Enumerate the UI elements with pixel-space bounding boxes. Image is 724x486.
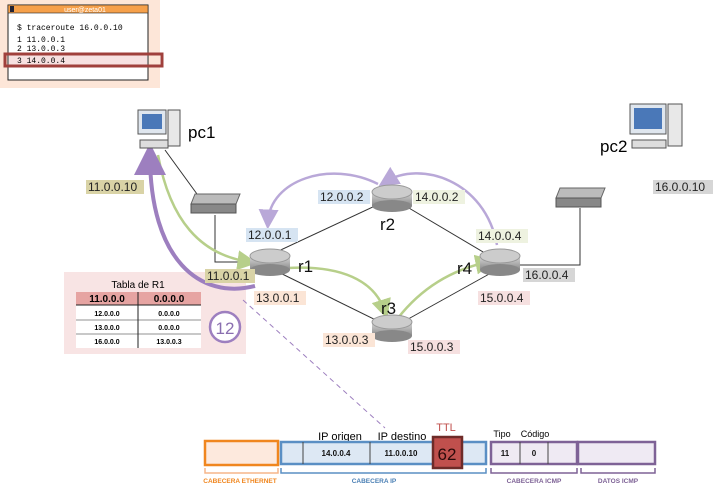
ip-origen-value: 14.0.0.4 — [322, 449, 351, 458]
terminal-line: 2 13.0.0.3 — [17, 45, 65, 54]
codigo-label: Código — [521, 429, 550, 439]
reply-path — [258, 172, 379, 230]
router-r3-icon[interactable] — [371, 314, 413, 342]
dashed-pointer — [242, 299, 386, 429]
terminal-window: user@zeta01 $ traceroute 16.0.0.10 1 11.… — [0, 0, 164, 88]
packet-diagram: IP origen IP destino TTL Tipo Código 14.… — [203, 422, 657, 485]
table-cell: 11.0.0.0 — [89, 294, 125, 305]
pc1-computer-icon[interactable] — [137, 109, 181, 149]
ip-label: 12.0.0.2 — [320, 190, 364, 204]
ip-origen-label: IP origen — [318, 431, 362, 443]
ttl-label: TTL — [436, 422, 456, 434]
table-cell: 12.0.0.0 — [94, 311, 119, 318]
ip-label: 15.0.0.4 — [480, 291, 524, 305]
request-path — [287, 266, 391, 320]
codigo-value: 0 — [532, 449, 537, 458]
ip-label: 14.0.0.4 — [478, 229, 522, 243]
router-r2-icon[interactable] — [371, 184, 413, 212]
ip-header-label: CABECERA IP — [352, 478, 397, 485]
router-r2-label: r2 — [380, 215, 395, 234]
pc2-computer-icon[interactable] — [629, 103, 683, 149]
icmp-header-label: CABECERA ICMP — [507, 478, 562, 485]
table-cell: 13.0.0.0 — [94, 325, 119, 332]
ip-destino-value: 11.0.0.10 — [385, 449, 418, 458]
table-cell: 0.0.0.0 — [154, 294, 185, 305]
ip-destino-label: IP destino — [378, 431, 427, 443]
ip-label: 14.0.0.2 — [415, 190, 459, 204]
table-cell: 13.0.0.3 — [156, 339, 181, 346]
table-cell: 16.0.0.0 — [94, 339, 119, 346]
router-r1-icon[interactable] — [249, 248, 291, 276]
ethernet-header-label: CABECERA ETHERNET — [203, 478, 276, 485]
router-r3-label: r3 — [381, 299, 396, 318]
ip-label: 13.0.0.3 — [325, 333, 369, 347]
ip-label: 16.0.0.4 — [525, 268, 569, 282]
pc1-label: pc1 — [188, 123, 215, 142]
table-cell: 0.0.0.0 — [158, 311, 180, 318]
links — [164, 149, 581, 329]
reply-path — [378, 166, 499, 246]
step-number: 12 — [216, 319, 235, 338]
router-r4-icon[interactable] — [479, 248, 521, 276]
terminal-title: user@zeta01 — [64, 7, 106, 14]
tipo-value: 11 — [501, 449, 510, 458]
terminal-command: $ traceroute 16.0.0.10 — [17, 24, 123, 33]
switch-icon[interactable] — [190, 193, 241, 214]
step-badge — [208, 310, 242, 344]
router-r1-label: r1 — [298, 257, 313, 276]
highlight-box — [3, 52, 164, 68]
ip-label: 12.0.0.1 — [248, 228, 292, 242]
ttl-value: 62 — [438, 445, 457, 464]
request-path — [156, 154, 258, 271]
terminal-line: 3 14.0.0.4 — [17, 57, 65, 66]
ip-label: 11.0.0.10 — [88, 180, 137, 194]
switch-icon[interactable] — [555, 187, 606, 208]
request-path — [397, 254, 496, 319]
terminal-line: 1 11.0.0.1 — [17, 36, 65, 45]
router-r4-label: r4 — [457, 259, 472, 278]
table-cell: 0.0.0.0 — [158, 325, 180, 332]
tipo-label: Tipo — [493, 429, 510, 439]
ip-label: 15.0.0.3 — [410, 340, 454, 354]
routing-table-title: Tabla de R1 — [111, 280, 165, 291]
icmp-data-label: DATOS ICMP — [598, 478, 639, 485]
ip-label: 13.0.0.1 — [256, 291, 300, 305]
ip-label: 11.0.0.1 — [207, 269, 250, 283]
ip-label: 16.0.0.10 — [655, 180, 705, 194]
reply-path-current — [134, 143, 256, 291]
pc2-label: pc2 — [600, 137, 627, 156]
